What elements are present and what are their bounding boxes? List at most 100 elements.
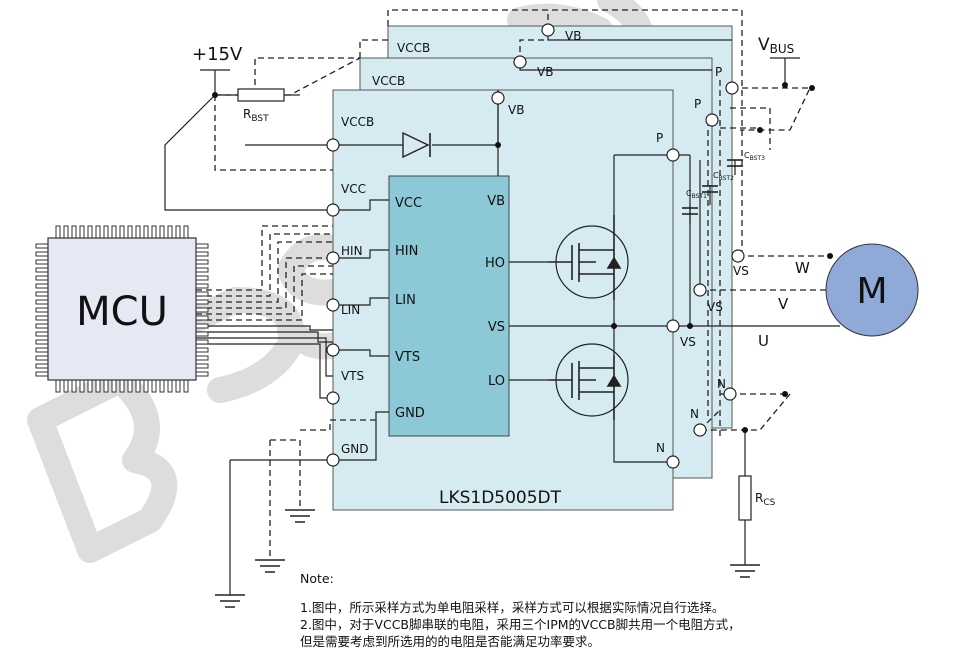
mcu-pin	[79, 225, 85, 239]
high-side-mosfet	[548, 215, 629, 300]
mcu-pin	[35, 291, 49, 297]
mcu-pin	[111, 379, 117, 393]
mcu-pin	[35, 347, 49, 353]
drv-lo: LO	[488, 374, 505, 389]
mcu-pin	[119, 379, 125, 393]
mcu-pin	[111, 225, 117, 239]
mcu-pin	[195, 283, 209, 289]
pin-vccb-3: VCCB	[397, 41, 430, 55]
pin-vccb: VCCB	[341, 115, 374, 129]
mcu-pin	[71, 379, 77, 393]
pin-vts: VTS	[341, 369, 364, 383]
rcs-resistor	[738, 475, 752, 521]
mcu-pin	[195, 371, 209, 377]
ground-symbols	[215, 509, 760, 608]
mcu-pin	[35, 315, 49, 321]
mcu-pin	[95, 225, 101, 239]
mcu-pin	[35, 243, 49, 249]
mcu-pin	[119, 225, 125, 239]
mcu-pin	[195, 355, 209, 361]
mcu-pin	[35, 275, 49, 281]
driver-pin-labels: VCC HIN LIN VTS GND VB HO VS LO	[395, 194, 505, 421]
mcu-pin	[167, 225, 173, 239]
mcu-pin	[195, 363, 209, 369]
drv-vs: VS	[488, 320, 505, 335]
pin-hin: HIN	[341, 244, 363, 258]
mcu-label: MCU	[76, 289, 168, 335]
mcu-pin	[35, 299, 49, 305]
mcu-pin	[135, 379, 141, 393]
pin-n: N	[656, 441, 665, 455]
mcu-pin	[183, 379, 189, 393]
mcu-pin	[195, 259, 209, 265]
mcu-pin	[143, 225, 149, 239]
pin-vb-2: VB	[537, 65, 553, 79]
mcu-pin	[35, 339, 49, 345]
mcu-pin	[35, 371, 49, 377]
mcu-pin	[35, 355, 49, 361]
mcu-pin	[35, 267, 49, 273]
pin-vs: VS	[680, 335, 696, 349]
low-side-mosfet	[548, 343, 629, 420]
mcu-pin	[143, 379, 149, 393]
rbst-label: RBST	[243, 107, 269, 124]
phase-u-label: U	[758, 332, 769, 350]
drv-ho: HO	[485, 256, 505, 271]
ipm-pin-labels: VCCB VB VCCB VB VCCB VB P P P VCC HIN LI…	[341, 29, 749, 456]
mcu-pin	[195, 339, 209, 345]
cbst1-label: CBST1	[686, 189, 707, 200]
drv-lin: LIN	[395, 293, 416, 308]
pin-gnd: GND	[341, 442, 369, 456]
mcu-pin	[35, 363, 49, 369]
mcu-pin	[95, 379, 101, 393]
mcu-pin	[195, 251, 209, 257]
mcu-pin	[55, 379, 61, 393]
note-title: Note:	[300, 571, 334, 586]
pin-lin: LIN	[341, 303, 360, 317]
mcu-pin	[35, 307, 49, 313]
note-line-1: 1.图中，所示采样方式为单电阻采样，采样方式可以根据实际情况自行选择。	[300, 600, 725, 615]
mcu-pin	[35, 323, 49, 329]
mcu-pin	[71, 225, 77, 239]
phase-v-label: V	[778, 295, 789, 313]
mcu-pin	[195, 291, 209, 297]
motor	[825, 243, 919, 337]
pin-n-2: N	[690, 407, 699, 421]
mcu-pin	[195, 315, 209, 321]
pin-vs-3: VS	[733, 264, 749, 278]
note-line-3: 但是需要考虑到所选用的的电阻是否能满足功率要求。	[300, 634, 601, 649]
mcu-pin	[35, 283, 49, 289]
mcu-pin	[103, 225, 109, 239]
mcu-pin	[63, 225, 69, 239]
solid-wiring	[164, 30, 840, 595]
mcu-pin	[159, 225, 165, 239]
note-block: Note: 1.图中，所示采样方式为单电阻采样，采样方式可以根据实际情况自行选择…	[300, 570, 741, 650]
mcu-pin	[87, 379, 93, 393]
pin-vb: VB	[508, 103, 524, 117]
pin-vb-3: VB	[565, 29, 581, 43]
pin-terminals	[326, 23, 745, 469]
mcu-pin	[195, 267, 209, 273]
pin-vccb-2: VCCB	[372, 74, 405, 88]
mcu-pin	[103, 379, 109, 393]
bootstrap-capacitors	[682, 159, 743, 215]
drv-hin: HIN	[395, 244, 418, 259]
pin-vcc: VCC	[341, 182, 366, 196]
mcu-pin	[195, 299, 209, 305]
mcu-pin	[127, 225, 133, 239]
mcu-pin	[135, 225, 141, 239]
note-line-2: 2.图中，对于VCCB脚串联的电阻，采用三个IPM的VCCB脚共用一个电阻方式，	[300, 617, 741, 632]
motor-label: M	[856, 271, 887, 312]
supply-label: +15V	[192, 44, 243, 65]
mcu-pin	[195, 347, 209, 353]
cbst2-label: CBST2	[713, 171, 734, 182]
mcu-pin	[55, 225, 61, 239]
mcu-pin	[175, 225, 181, 239]
mcu-pin	[35, 259, 49, 265]
mcu-pin	[195, 331, 209, 337]
pin-p-3: P	[715, 65, 722, 79]
drv-vts: VTS	[395, 350, 420, 365]
mcu-pin	[195, 243, 209, 249]
mcu-pin	[127, 379, 133, 393]
